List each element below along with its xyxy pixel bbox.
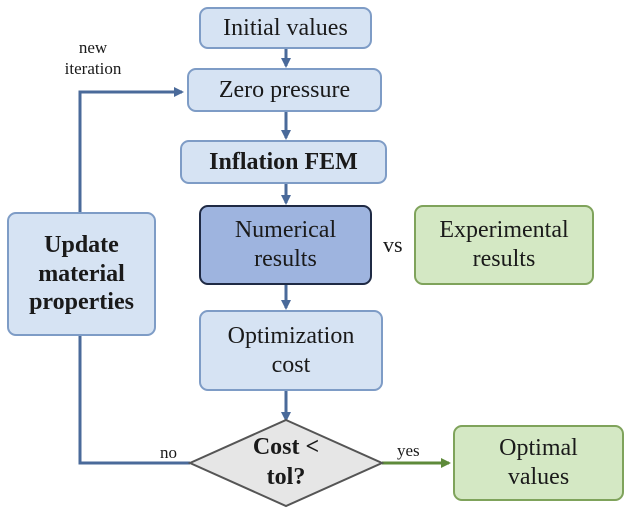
decision-diamond xyxy=(187,418,385,508)
initial-values-box: Initial values xyxy=(199,7,372,49)
update-line2: material xyxy=(38,260,125,287)
experimental-results-line2: results xyxy=(472,246,536,272)
arrow-decision-to-update xyxy=(78,336,190,465)
update-line1: Update xyxy=(44,231,119,258)
optimal-values-line2: values xyxy=(507,464,570,490)
optimal-values-box: Optimal values xyxy=(453,425,624,501)
decision-line1: Cost < xyxy=(252,434,320,460)
experimental-results-box: Experimental results xyxy=(414,205,594,285)
arrow-update-to-zero xyxy=(78,87,184,212)
inflation-fem-label: Inflation FEM xyxy=(209,148,358,175)
new-iteration-line2: iteration xyxy=(64,59,122,79)
new-iteration-line1: new xyxy=(78,38,108,57)
decision-line2: tol? xyxy=(266,464,306,490)
zero-pressure-label: Zero pressure xyxy=(218,76,351,103)
zero-pressure-box: Zero pressure xyxy=(187,68,382,112)
decision-text: Cost < tol? xyxy=(216,432,356,492)
optimization-cost-line1: Optimization xyxy=(227,322,355,349)
no-label: no xyxy=(160,443,177,462)
experimental-results-line1: Experimental xyxy=(439,217,569,244)
optimization-cost-box: Optimization cost xyxy=(199,310,383,391)
update-line3: properties xyxy=(29,289,134,316)
numerical-results-line2: results xyxy=(254,246,317,272)
inflation-fem-box: Inflation FEM xyxy=(180,140,387,184)
update-material-properties-box: Update material properties xyxy=(7,212,156,336)
initial-values-label: Initial values xyxy=(223,14,348,41)
numerical-results-box: Numerical results xyxy=(199,205,372,285)
vs-label: vs xyxy=(383,232,403,257)
yes-label: yes xyxy=(397,441,420,460)
optimization-cost-line2: cost xyxy=(271,351,311,378)
numerical-results-line1: Numerical xyxy=(234,217,337,244)
new-iteration-label: new iteration xyxy=(48,37,138,80)
optimal-values-line1: Optimal xyxy=(499,435,578,462)
